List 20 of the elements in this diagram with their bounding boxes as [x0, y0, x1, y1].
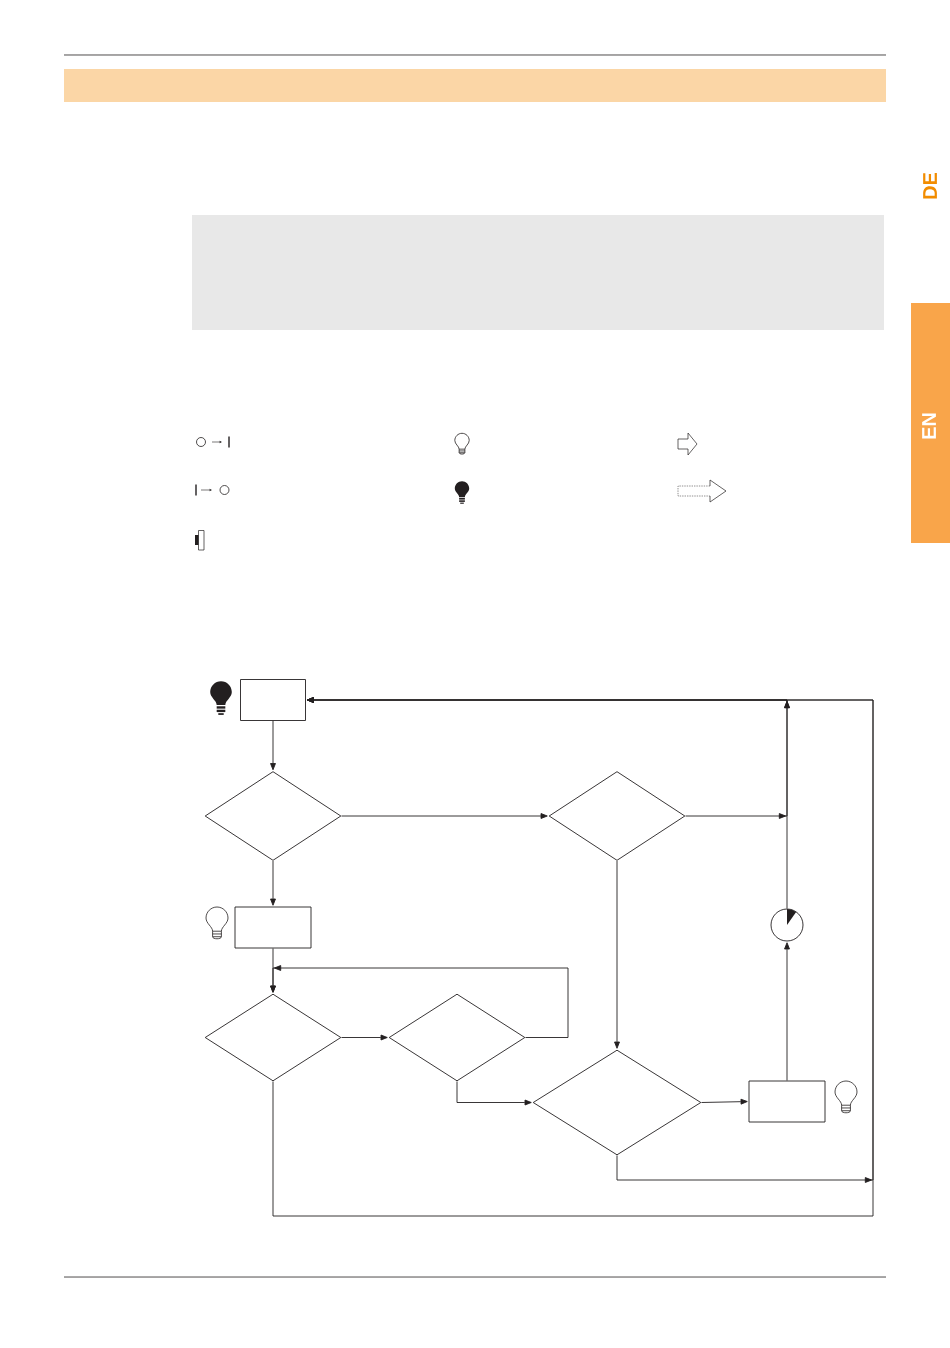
arrow: [270, 720, 276, 771]
arrow: [341, 1034, 388, 1041]
arrow: [701, 1098, 748, 1105]
decision-diamond: [548, 771, 686, 861]
arrow: [270, 860, 276, 906]
arrow: [614, 860, 620, 1049]
decision-diamond: [388, 993, 526, 1082]
process-box: [240, 679, 306, 721]
arrow: [270, 965, 569, 1038]
decision-diamond: [532, 1049, 702, 1156]
timer-symbol: [770, 908, 804, 942]
language-tab: EN: [911, 303, 950, 543]
language-label: DE: [923, 172, 937, 199]
process-box: [748, 1080, 826, 1123]
decision-diamond: [204, 771, 342, 861]
arrow: [784, 942, 790, 1081]
arrow: [456, 1081, 532, 1106]
process-box: [234, 906, 312, 949]
arrow: [341, 813, 548, 819]
decision-diamond: [204, 993, 342, 1082]
